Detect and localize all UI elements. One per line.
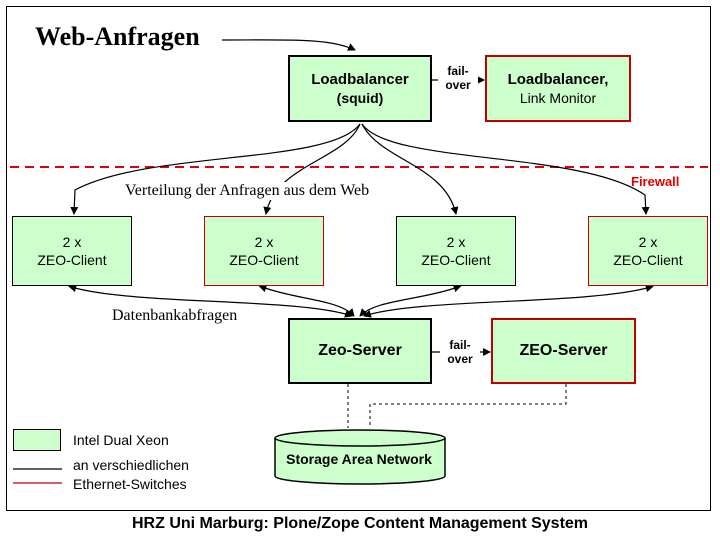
distribution-label: Verteilung der Anfragen aus dem Web: [125, 182, 370, 200]
zeo-server-backup-label: ZEO-Server: [519, 341, 608, 359]
loadbalancer-backup: Loadbalancer, Link Monitor: [485, 55, 631, 122]
zeo-client-2: 2 x ZEO-Client: [204, 216, 324, 286]
zeo-client-3-count: 2 x: [446, 233, 466, 250]
footer-caption: HRZ Uni Marburg: Plone/Zope Content Mana…: [131, 515, 589, 532]
zeo-client-2-label: ZEO-Client: [229, 252, 299, 268]
loadbalancer-backup-title: Loadbalancer,: [507, 70, 609, 88]
zeo-client-3-label: ZEO-Client: [421, 252, 491, 268]
legend-line2-label: Ethernet-Switches: [73, 476, 187, 492]
zeo-client-2-count: 2 x: [254, 233, 274, 250]
legend-swatch-label: Intel Dual Xeon: [73, 432, 169, 448]
db-arrow-2: [258, 284, 355, 317]
firewall-label: Firewall: [631, 174, 680, 189]
distribution-arrow-3: [361, 123, 459, 215]
failover-bottom-label: fail- over: [440, 338, 480, 367]
failover-bottom-line2: over: [447, 352, 473, 367]
loadbalancer-main-title: Loadbalancer: [311, 70, 409, 88]
zeo-client-1: 2 x ZEO-Client: [12, 216, 132, 286]
failover-top-label: fail- over: [438, 64, 478, 93]
legend-swatch: [13, 429, 61, 451]
failover-top-line1: fail-: [447, 64, 469, 78]
loadbalancer-main-subtitle: (squid): [336, 90, 384, 107]
web-request-arrow: [221, 39, 356, 51]
zeo-client-1-count: 2 x: [62, 233, 82, 250]
zeo-server-backup: ZEO-Server: [491, 318, 636, 384]
diagram-frame: [6, 6, 711, 511]
heading: Web-Anfragen: [35, 22, 200, 51]
loadbalancer-main: Loadbalancer (squid): [288, 55, 432, 122]
db-arrow-3: [359, 284, 462, 317]
zeo-server-main-label: Zeo-Server: [318, 341, 402, 359]
db-arrow-4: [363, 284, 654, 318]
distribution-arrow-2: [263, 123, 361, 215]
failover-bottom-line1: fail-: [449, 338, 471, 352]
db-queries-label: Datenbankabfragen: [112, 307, 238, 325]
distribution-arrow-1: [70, 123, 361, 215]
zeo-server-main: Zeo-Server: [288, 318, 432, 384]
failover-top-line2: over: [445, 78, 471, 93]
zeo-client-4-label: ZEO-Client: [613, 252, 683, 268]
zeo-client-4-count: 2 x: [638, 233, 658, 250]
storage-label: Storage Area Network: [286, 451, 432, 467]
zeo-client-3: 2 x ZEO-Client: [396, 216, 516, 286]
zeo-client-1-label: ZEO-Client: [37, 252, 107, 268]
legend-line1-label: an verschiedlichen: [73, 457, 189, 473]
distribution-arrow-4: [361, 123, 650, 215]
storage-link-backup: [369, 384, 567, 428]
storage-cylinder-shape: [274, 429, 446, 485]
loadbalancer-backup-subtitle: Link Monitor: [519, 90, 597, 107]
zeo-client-4: 2 x ZEO-Client: [588, 216, 708, 286]
